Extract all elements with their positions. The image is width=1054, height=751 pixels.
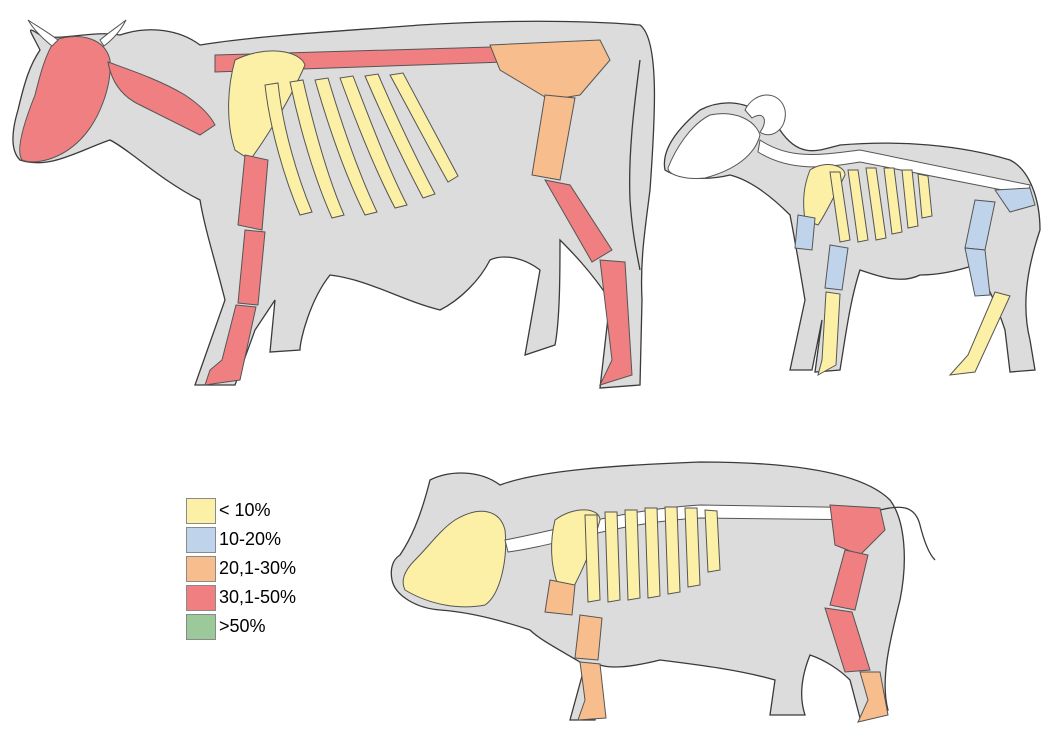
legend-label: 30,1-50% [219,587,296,608]
legend: < 10% 10-20% 20,1-30% 30,1-50% >50% [186,497,296,642]
legend-swatch [186,527,216,553]
legend-label: >50% [219,616,266,637]
legend-item: 20,1-30% [186,555,296,582]
pig-humerus [545,580,575,615]
legend-item: >50% [186,613,296,640]
legend-item: < 10% [186,497,296,524]
sheep-humerus [795,215,815,250]
legend-item: 30,1-50% [186,584,296,611]
pig-radius [575,615,602,660]
legend-swatch [186,614,216,640]
legend-item: 10-20% [186,526,296,553]
legend-swatch [186,585,216,611]
legend-label: 20,1-30% [219,558,296,579]
legend-label: 10-20% [219,529,281,550]
legend-swatch [186,498,216,524]
legend-swatch [186,556,216,582]
sheep-metatarsal [950,292,1010,375]
pig-figure [391,462,935,722]
sheep-figure [664,95,1040,375]
cow-figure [13,20,654,388]
legend-label: < 10% [219,500,271,521]
